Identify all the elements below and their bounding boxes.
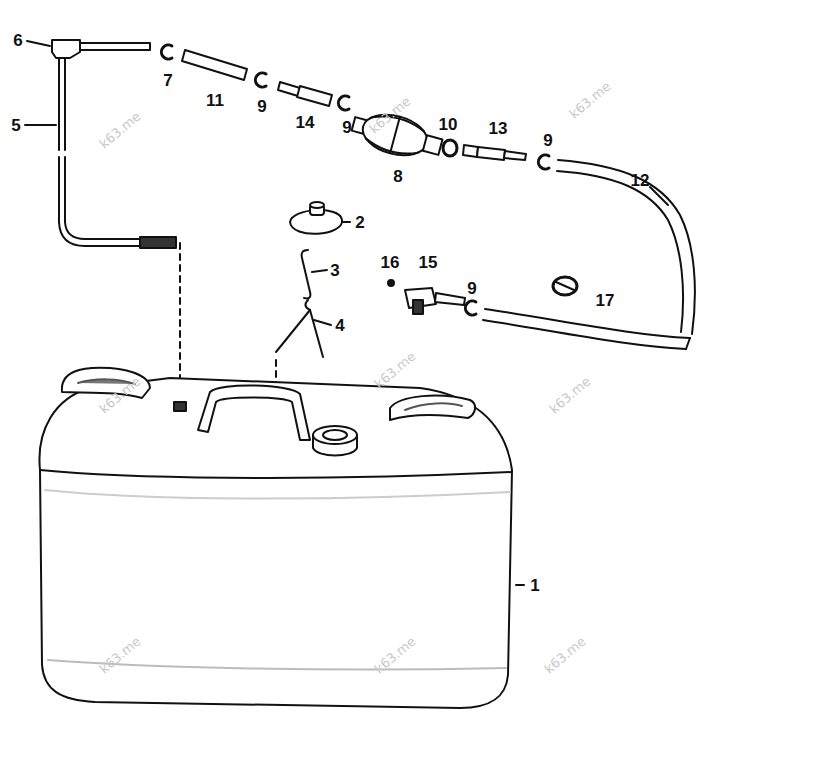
watermark: k63.me bbox=[567, 79, 613, 120]
callout-number: 12 bbox=[631, 172, 650, 189]
callout-number: 16 bbox=[381, 254, 400, 271]
callout-number: 7 bbox=[163, 72, 172, 89]
callout-number: 6 bbox=[13, 32, 22, 49]
callout-number: 3 bbox=[330, 262, 339, 279]
watermark: k63.me bbox=[372, 349, 418, 390]
callout-number: 9 bbox=[543, 132, 552, 149]
watermark: k63.me bbox=[542, 634, 588, 675]
callout-number: 5 bbox=[11, 117, 20, 134]
callout-number: 10 bbox=[439, 116, 458, 133]
callout-number: 9 bbox=[342, 119, 351, 136]
callout-number: 9 bbox=[257, 98, 266, 115]
callout-number: 17 bbox=[596, 292, 615, 309]
callout-number: 8 bbox=[393, 168, 402, 185]
callout-number: 15 bbox=[419, 254, 438, 271]
callout-number: 9 bbox=[467, 280, 476, 297]
watermark: k63.me bbox=[547, 374, 593, 415]
callout-number: 13 bbox=[489, 120, 508, 137]
callout-number: 11 bbox=[206, 92, 224, 109]
watermark: k63.me bbox=[97, 109, 143, 150]
callout-number: 2 bbox=[355, 214, 364, 231]
callout-number: 4 bbox=[335, 317, 344, 334]
callout-number: 14 bbox=[296, 114, 315, 131]
callout-number: 1 bbox=[530, 577, 539, 594]
